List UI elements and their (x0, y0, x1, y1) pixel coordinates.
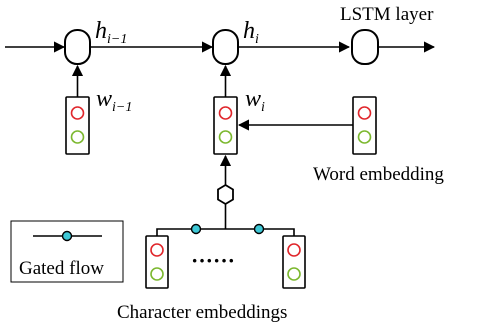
char-tree-right-branch (225, 228, 295, 236)
legend: Gated flow (10, 220, 124, 283)
word-vector-current-label: wi (245, 86, 265, 115)
word-vector-current (213, 96, 238, 155)
lstm-cell-prev (64, 29, 91, 65)
gate-node-right (253, 223, 265, 235)
hidden-state-current-subscript: i (255, 32, 259, 47)
hidden-state-current-label: hi (243, 18, 259, 47)
word-vector-current-top-circle (218, 106, 233, 120)
lstm-layer-label: LSTM layer (340, 4, 434, 25)
lstm-cell-current (212, 29, 239, 65)
word-vector-prev-subscript: i−1 (112, 100, 132, 115)
word-vector-prev-main: w (96, 86, 112, 112)
word-embedding-top-circle (357, 106, 372, 120)
word-vector-current-main: w (245, 86, 261, 112)
hidden-state-current-main: h (243, 18, 255, 44)
char-embedding-first-top-circle (150, 243, 164, 257)
word-vector-current-subscript: i (261, 100, 265, 115)
word-vector-current-bottom-circle (218, 130, 233, 144)
word-embedding-bottom-circle (357, 130, 372, 144)
word-vector-prev-label: wi−1 (96, 86, 132, 115)
hidden-state-prev-subscript: i−1 (107, 32, 127, 47)
char-embedding-last-top-circle (287, 243, 301, 257)
word-embedding-box (352, 96, 377, 155)
char-embedding-last-bottom-circle (287, 267, 301, 281)
legend-gate-node (61, 230, 73, 242)
composition-node-hexagon (217, 183, 234, 206)
gate-node-left (190, 223, 202, 235)
embedding-prev-bottom-circle (70, 130, 85, 144)
hidden-state-prev-main: h (95, 18, 107, 44)
char-tree-left-branch (156, 228, 226, 236)
legend-gated-flow-label: Gated flow (19, 258, 104, 279)
char-embeddings-ellipsis: ······ (191, 248, 235, 273)
hidden-state-prev-label: hi−1 (95, 18, 127, 47)
embedding-prev-top-circle (70, 106, 85, 120)
word-embedding-prev (65, 96, 90, 155)
char-embedding-first-bottom-circle (150, 267, 164, 281)
word-embedding-label: Word embedding (313, 164, 444, 185)
lstm-cell-next (351, 29, 379, 65)
character-embeddings-label: Character embeddings (117, 302, 287, 323)
